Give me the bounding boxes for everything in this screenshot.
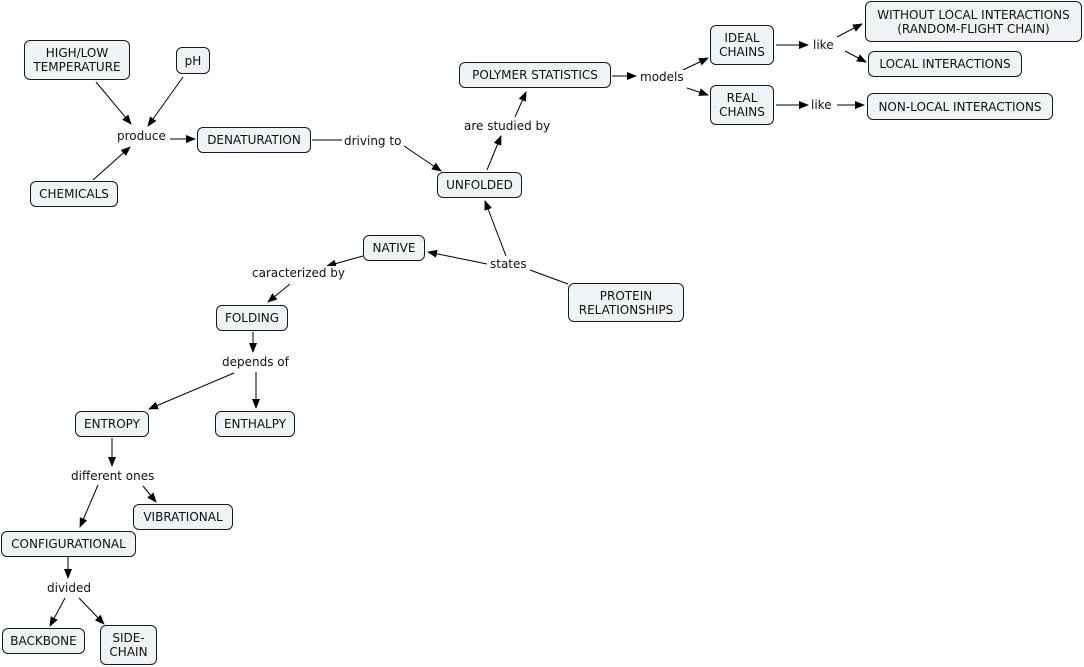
concept-backbone[interactable]: BACKBONE: [2, 628, 85, 654]
link-driving-to: driving to: [342, 134, 404, 148]
link-divided: divided: [45, 581, 94, 595]
concept-side-chain[interactable]: SIDE- CHAIN: [100, 625, 157, 665]
concept-local-interactions[interactable]: LOCAL INTERACTIONS: [868, 51, 1022, 77]
edge-depends-entropy: [148, 372, 235, 410]
link-produce: produce: [115, 129, 168, 143]
edge-protein-states: [529, 269, 569, 285]
concept-denaturation[interactable]: DENATURATION: [197, 127, 311, 153]
concept-ideal-chains[interactable]: IDEAL CHAINS: [710, 25, 774, 65]
edge-states-native: [427, 249, 488, 265]
link-states: states: [488, 257, 529, 271]
concept-real-chains[interactable]: REAL CHAINS: [710, 85, 774, 125]
edge-caracterized-folding: [267, 283, 291, 303]
edge-unfolded-studied: [486, 135, 502, 171]
concept-ph[interactable]: pH: [176, 47, 210, 74]
link-depends-of: depends of: [220, 355, 291, 369]
edge-chemicals-produce: [92, 146, 131, 181]
edge-divided-backbone: [49, 597, 66, 627]
link-caracterized-by: caracterized by: [250, 266, 348, 280]
edge-like-without-local: [836, 23, 863, 38]
link-different-ones: different ones: [69, 469, 157, 483]
concept-protein-relationships[interactable]: PROTEIN RELATIONSHIPS: [568, 283, 684, 322]
edge-states-unfolded: [484, 200, 507, 257]
concept-without-local-interactions[interactable]: WITHOUT LOCAL INTERACTIONS (RANDOM-FLIGH…: [865, 1, 1082, 42]
edge-different-vibrational: [142, 485, 157, 503]
concept-non-local-interactions[interactable]: NON-LOCAL INTERACTIONS: [867, 93, 1053, 120]
edge-native-caracterized: [326, 255, 364, 268]
concept-unfolded[interactable]: UNFOLDED: [437, 172, 522, 198]
concept-native[interactable]: NATIVE: [363, 235, 425, 261]
concept-entropy[interactable]: ENTROPY: [75, 411, 149, 437]
edge-models-ideal: [682, 57, 709, 71]
concept-polymer-statistics[interactable]: POLYMER STATISTICS: [459, 62, 611, 88]
edge-driving-unfolded: [403, 145, 442, 172]
concept-vibrational[interactable]: VIBRATIONAL: [133, 504, 233, 530]
concept-enthalpy[interactable]: ENTHALPY: [215, 411, 295, 437]
edge-different-configurational: [79, 484, 99, 528]
edge-divided-sidechain: [78, 597, 105, 625]
edge-studied-polymer: [514, 91, 527, 118]
link-like-ideal: like: [811, 38, 836, 52]
edge-like-local: [844, 50, 867, 63]
edge-ph-produce: [147, 76, 184, 127]
link-models: models: [638, 70, 686, 84]
concept-configurational[interactable]: CONFIGURATIONAL: [1, 531, 136, 557]
link-like-real: like: [809, 98, 834, 112]
concept-chemicals[interactable]: CHEMICALS: [30, 181, 118, 207]
edge-models-real: [686, 87, 709, 96]
concept-high-low-temperature[interactable]: HIGH/LOW TEMPERATURE: [24, 40, 130, 80]
concept-folding[interactable]: FOLDING: [216, 305, 288, 331]
edge-temperature-produce: [95, 81, 132, 125]
link-are-studied-by: are studied by: [462, 119, 553, 133]
